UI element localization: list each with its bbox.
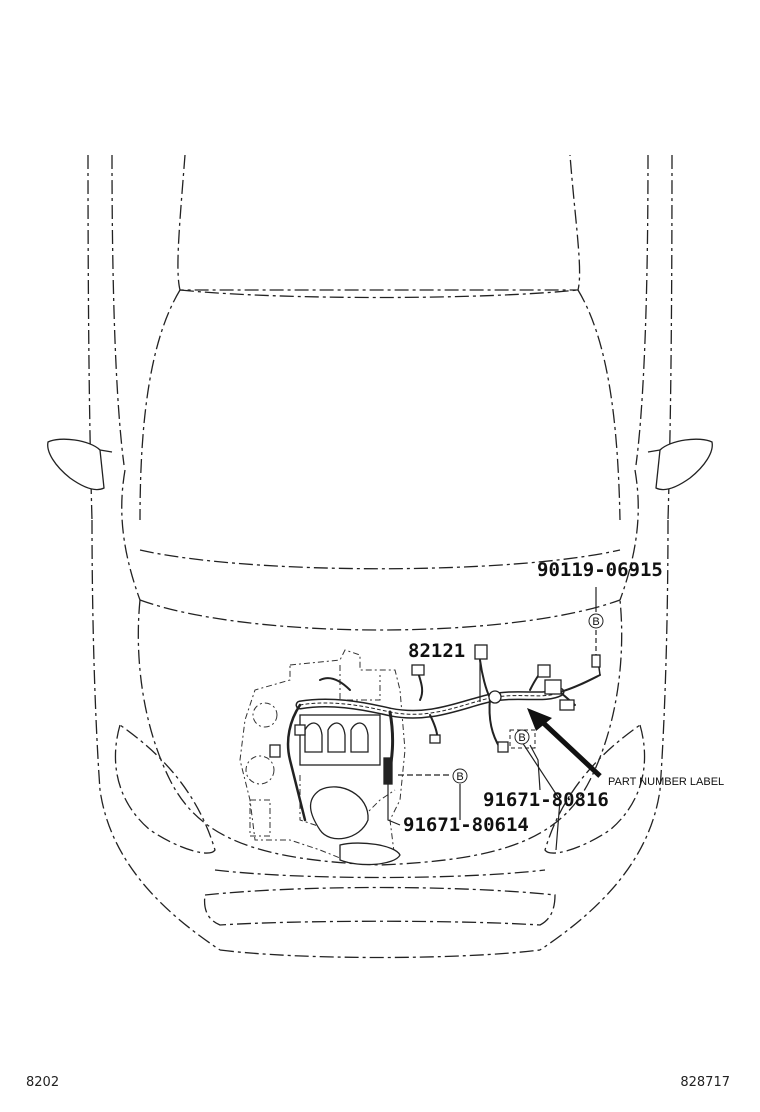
ref-marker-b-top: B	[588, 613, 604, 629]
callout-clamp-91671-80614: 91671-80614	[403, 814, 529, 836]
ref-marker-b-lower-label: B	[456, 771, 463, 783]
part-number-label-text: PART NUMBER LABEL	[608, 776, 724, 788]
vehicle-outline	[87, 154, 673, 959]
ref-marker-b-clamp-label: B	[518, 732, 525, 744]
engine-details	[299, 714, 401, 866]
right-mirror	[655, 438, 713, 491]
callout-bolt-90119-06915: 90119-06915	[537, 559, 663, 581]
left-mirror	[47, 438, 105, 491]
clamp-phantom-box	[509, 729, 536, 749]
part-number-label-arrow	[527, 708, 602, 778]
harness-connectors	[269, 644, 601, 785]
footer-left-code: 8202	[26, 1075, 60, 1090]
callout-clamp-91671-80816: 91671-80816	[483, 789, 609, 811]
leader-lines	[387, 587, 597, 851]
ref-marker-b-top-label: B	[592, 616, 599, 628]
ref-marker-b-clamp: B	[514, 729, 530, 745]
callout-harness-82121: 82121	[408, 640, 465, 662]
footer-right-code: 828717	[680, 1075, 730, 1090]
ref-marker-b-lower: B	[452, 768, 468, 784]
side-mirrors	[47, 438, 713, 491]
